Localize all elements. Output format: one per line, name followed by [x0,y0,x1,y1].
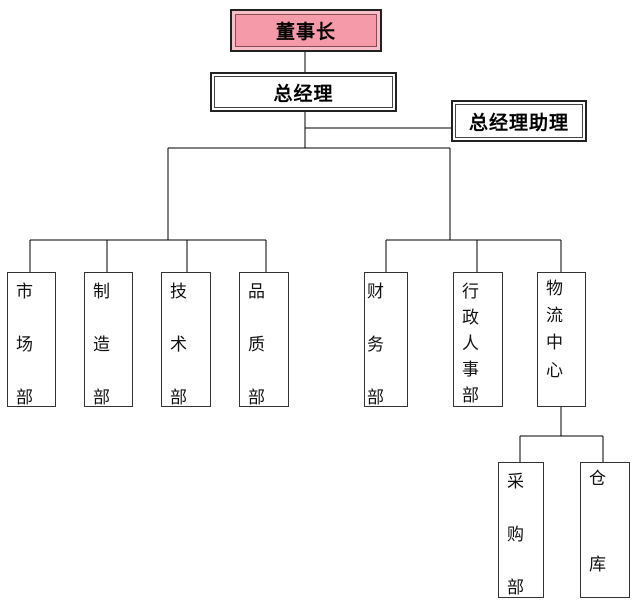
chairman-box: 董事长 [230,9,382,52]
dept-quality-label: 品 质 部 [248,282,265,408]
dept-logistics-label: 物 流 中 心 [546,279,563,381]
dept-admin-hr-box: 行 政 人 事 部 [453,272,503,407]
dept-finance-box: 财 务 部 [364,272,408,408]
dept-technology-box: 技 术 部 [161,272,211,408]
chairman-label: 董事长 [275,21,336,43]
dept-admin-hr-label: 行 政 人 事 部 [462,282,479,406]
dept-purchasing-box: 采 购 部 [498,462,544,598]
dept-logistics-box: 物 流 中 心 [537,272,586,407]
general-manager-box: 总经理 [210,72,397,112]
dept-marketing-label: 市 场 部 [16,282,33,408]
general-manager-label: 总经理 [273,82,334,105]
gm-assistant-box: 总经理助理 [451,100,587,142]
dept-purchasing-label: 采 购 部 [507,472,524,598]
dept-marketing-box: 市 场 部 [7,272,56,408]
dept-technology-label: 技 术 部 [170,282,187,408]
dept-warehouse-box: 仓 库 [580,462,630,598]
dept-warehouse-label: 仓 库 [589,469,606,576]
dept-manufacturing-label: 制 造 部 [93,282,110,408]
dept-finance-label: 财 务 部 [367,282,384,408]
gm-assistant-label: 总经理助理 [468,111,569,134]
dept-quality-box: 品 质 部 [239,272,289,408]
dept-manufacturing-box: 制 造 部 [84,272,133,408]
